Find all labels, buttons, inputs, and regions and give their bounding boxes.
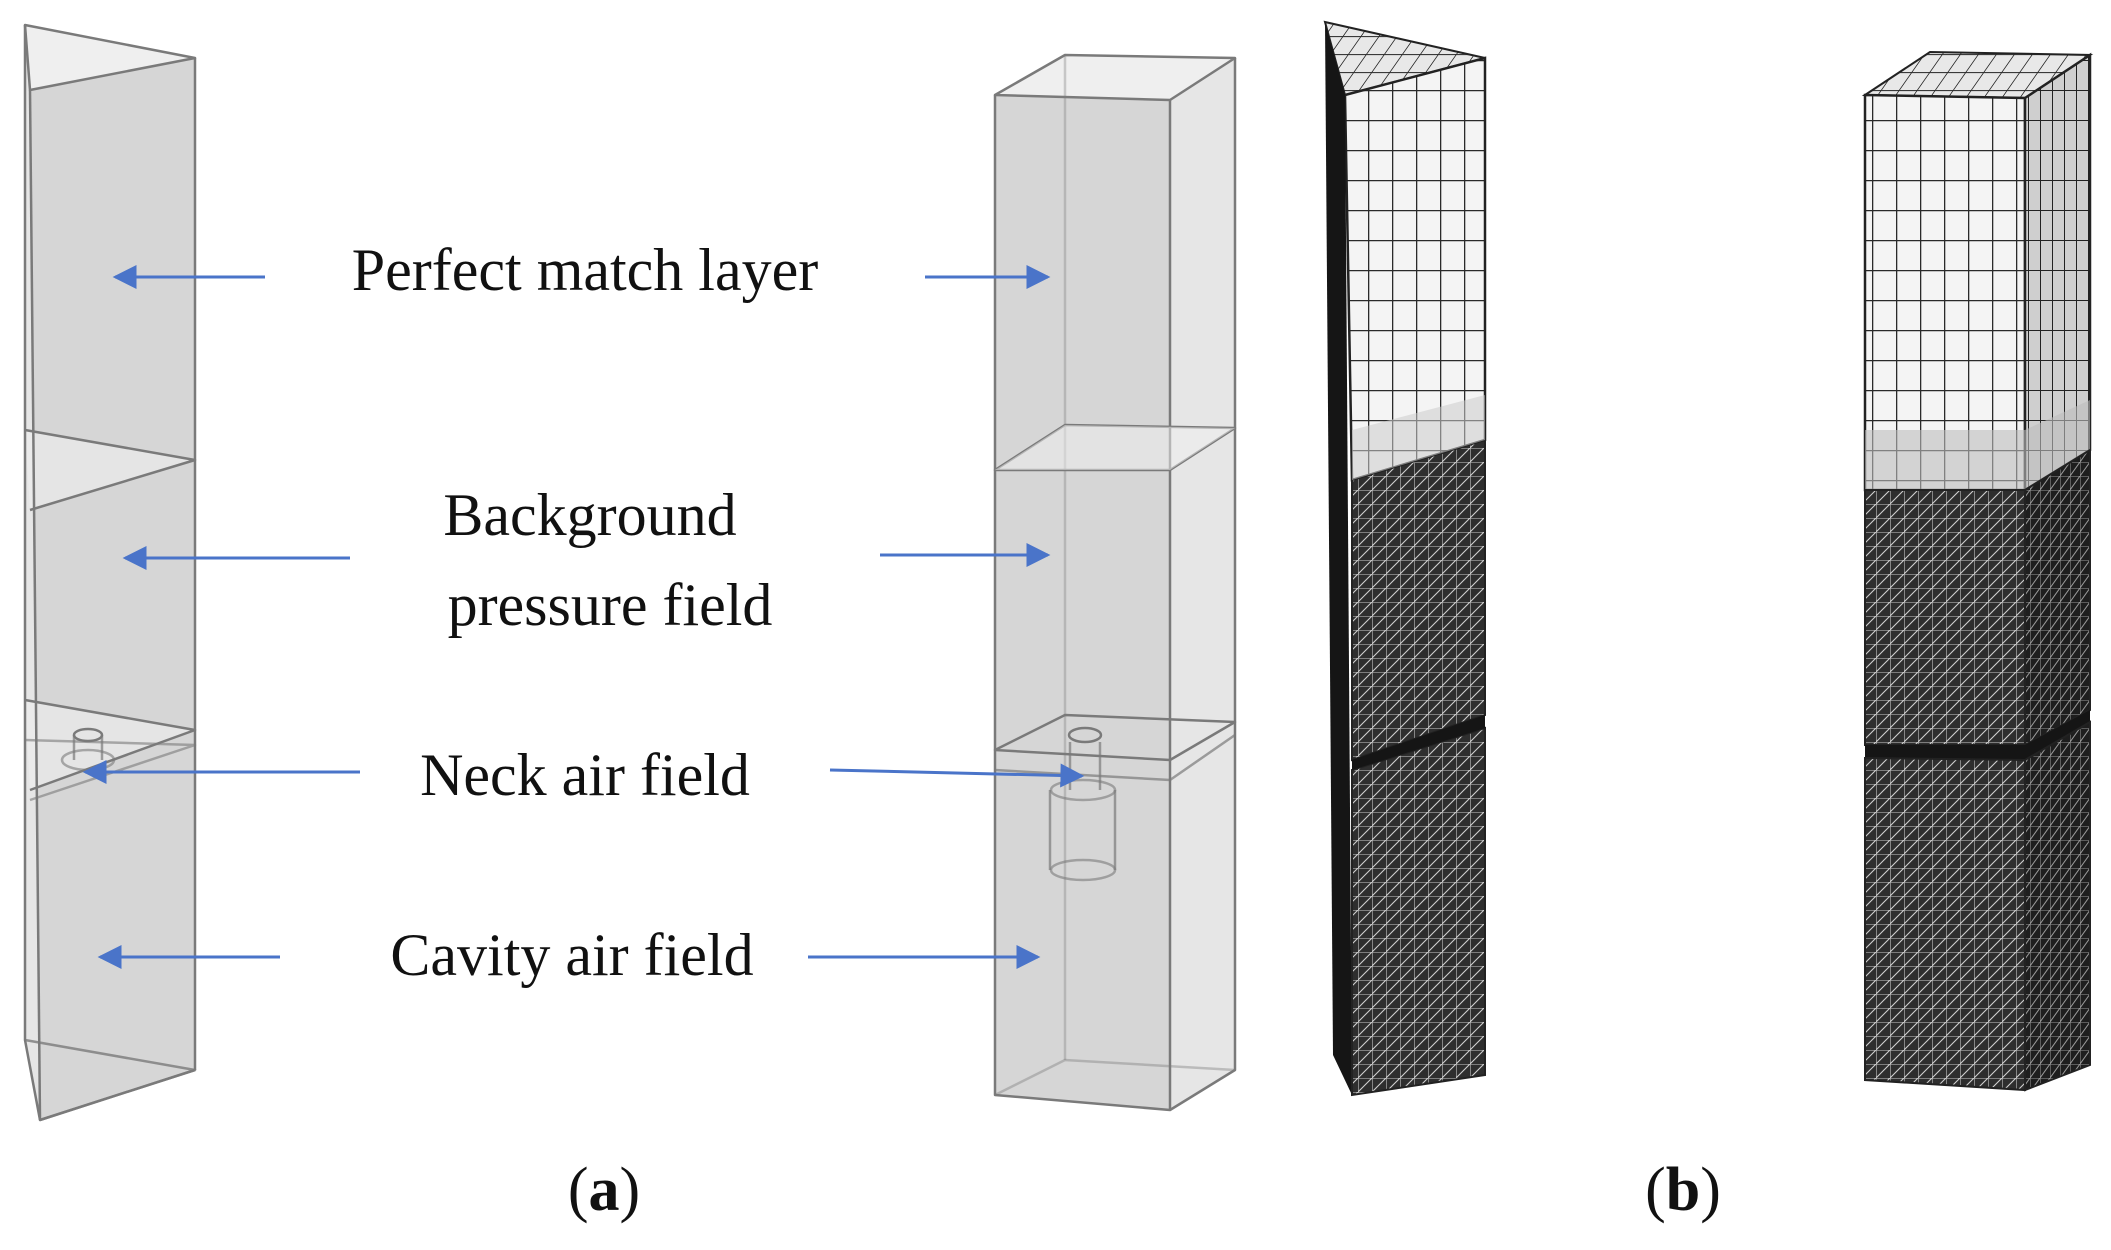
arrow-neck-right: [829, 763, 1085, 788]
label-perfect-match-layer: Perfect match layer: [352, 237, 818, 303]
panel-a: Perfect match layer Background pressure …: [23, 23, 1237, 1224]
label-background-line1: Background: [443, 482, 736, 548]
label-cavity-air-field: Cavity air field: [390, 922, 753, 988]
panel-b: (b): [1323, 20, 2094, 1224]
label-neck-air-field: Neck air field: [420, 742, 750, 808]
triangular-prism-geometry: [23, 23, 197, 1122]
square-prism-mesh: [1861, 50, 2094, 1092]
caption-b: (b): [1645, 1156, 1721, 1224]
label-background-line2: pressure field: [448, 572, 773, 638]
caption-a: (a): [568, 1156, 640, 1224]
square-prism-geometry: [993, 53, 1237, 1112]
triangular-prism-mesh: [1323, 20, 1487, 1097]
